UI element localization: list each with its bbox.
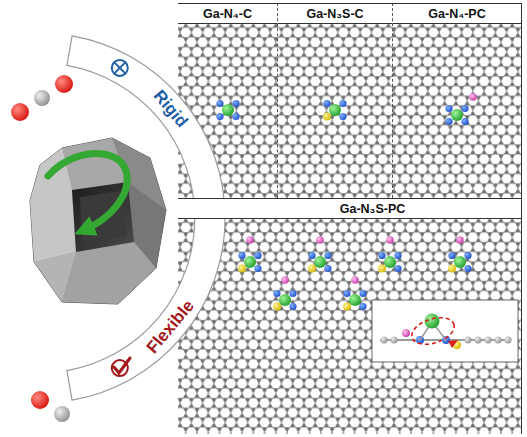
co-molecule [31, 391, 70, 422]
check-icon [112, 358, 130, 376]
cross-icon [112, 60, 128, 76]
selection-ring [67, 36, 225, 400]
structure-panel: Ga-N₃S-PC [178, 198, 522, 434]
structure-panel: Ga-N₄-PC [393, 3, 522, 198]
side-view-inset [372, 300, 518, 362]
ga-n4-p-site [445, 93, 476, 125]
rotation-arrow [48, 153, 127, 230]
ga-n3s-site [323, 100, 347, 121]
graphene-lattice [178, 23, 522, 198]
panel-heading: Ga-N₃S-C [278, 4, 392, 24]
structure-panel: Ga-N₃S-C [278, 3, 393, 198]
structure-panel: Ga-N₄-C [178, 3, 278, 198]
panel-heading: Ga-N₄-PC [393, 4, 521, 24]
co2-molecule [11, 75, 73, 121]
ga-n4-site [216, 100, 239, 120]
panel-heading: Ga-N₄-C [178, 4, 277, 24]
porous-carbon-cage [30, 138, 166, 304]
graphene-lattice [178, 218, 522, 434]
ring-divider [195, 218, 225, 219]
ga-n3s-p-array [238, 236, 472, 310]
panel-heading: Ga-N₃S-PC [178, 199, 521, 219]
